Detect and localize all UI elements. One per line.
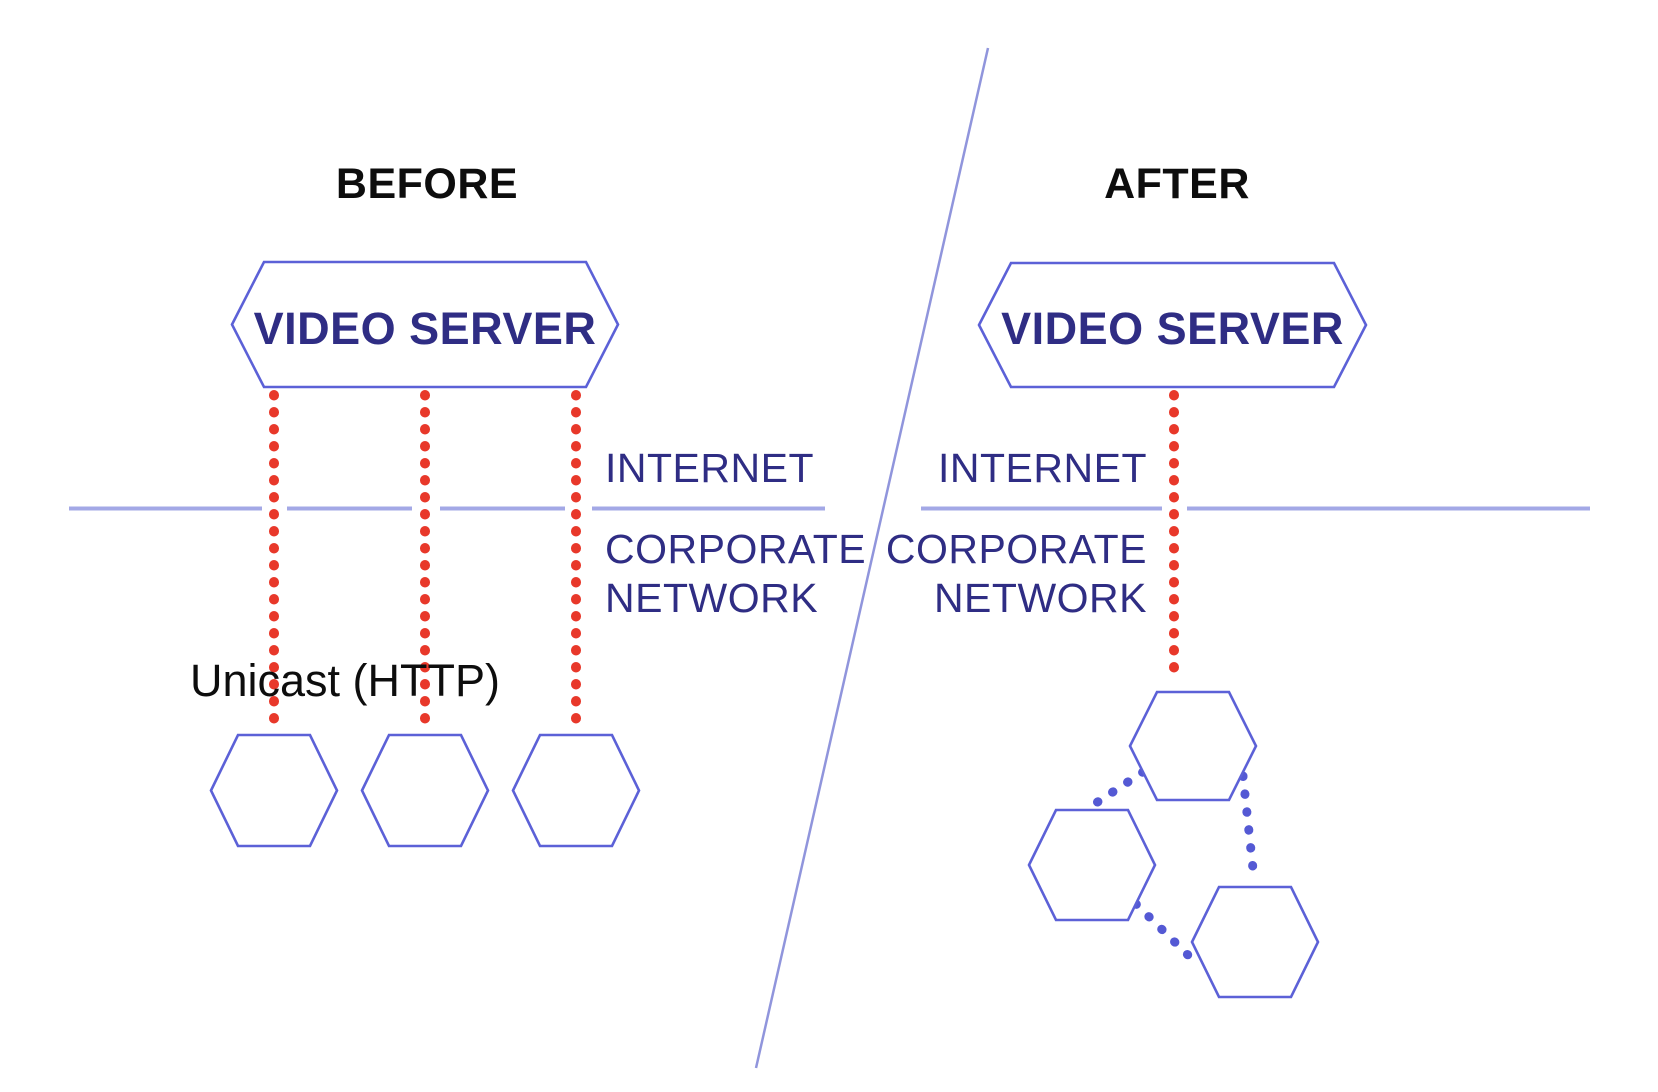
- client-hexagon-2: [360, 733, 490, 848]
- video-server-label-before: VIDEO SERVER: [253, 303, 597, 354]
- peer-link-top-to-left: [1088, 767, 1148, 810]
- peer-hexagon-bottom: [1190, 885, 1320, 999]
- internet-label-after: INTERNET: [938, 445, 1147, 491]
- before-title: BEFORE: [335, 160, 519, 208]
- video-server-hexagon-after: [977, 261, 1368, 389]
- unicast-http-label: Unicast (HTTP): [189, 655, 500, 706]
- corporate-label-after-line2: NETWORK: [933, 575, 1147, 621]
- client-hexagon-1: [209, 733, 339, 848]
- video-server-label-after: VIDEO SERVER: [1001, 303, 1344, 354]
- internet-label-before: INTERNET: [605, 445, 814, 491]
- corporate-label-before-line2: NETWORK: [605, 575, 819, 621]
- corporate-label-before-line1: CORPORATE: [605, 526, 867, 572]
- peer-hexagon-left: [1027, 808, 1157, 922]
- video-server-hexagon-before: [230, 260, 620, 389]
- corporate-label-after-line1: CORPORATE: [885, 526, 1147, 572]
- before-after-divider-line: [754, 47, 990, 1069]
- peer-link-left-to-bottom: [1131, 899, 1196, 963]
- after-title: AFTER: [1104, 160, 1250, 208]
- peer-link-top-to-bottom: [1238, 771, 1258, 874]
- peer-hexagon-top: [1128, 690, 1258, 802]
- client-hexagon-3: [511, 733, 641, 848]
